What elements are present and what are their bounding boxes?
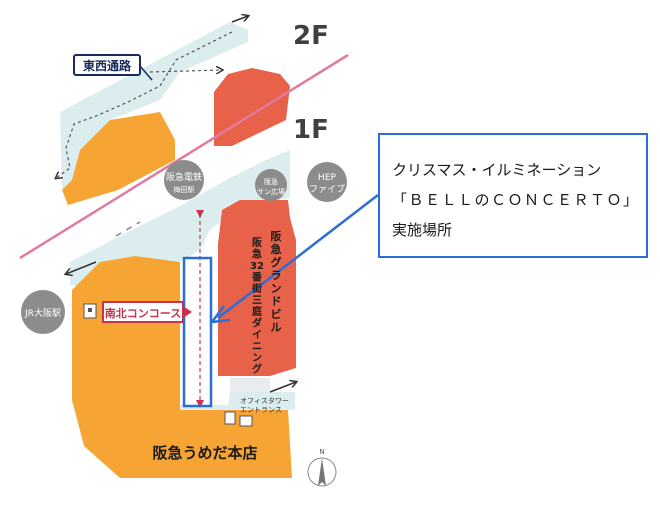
upper-passage xyxy=(60,22,248,190)
callout-leader-head xyxy=(211,305,231,324)
grand-building-char: グ xyxy=(271,255,282,269)
elevator-icon-2 xyxy=(239,415,253,427)
upper-right-arrow xyxy=(149,70,222,72)
hankyu-station-circle[interactable] xyxy=(164,160,204,200)
floor-label-2f: 2F xyxy=(293,21,329,51)
hankyu-sanban-circle[interactable] xyxy=(255,169,287,201)
north-south-concourse-label: 南北コンコース xyxy=(105,306,181,320)
hep-five-label-1: HEP xyxy=(318,173,336,183)
upper-grand-building xyxy=(214,68,290,146)
grand-building-char: 急 xyxy=(271,242,282,256)
grand-building-dining-char: 三 xyxy=(252,295,262,307)
hankyu-sanban-label: 阪急 xyxy=(264,177,278,186)
elevator-icon xyxy=(224,411,236,425)
grand-building-dining-char: ニ xyxy=(252,342,262,353)
grand-building-char: ド xyxy=(271,295,282,308)
grand-building-char: ビ xyxy=(271,307,282,321)
upper-east-arrow xyxy=(231,16,248,23)
grand-building-char: 阪 xyxy=(271,229,283,243)
floor-divider xyxy=(19,53,349,260)
east-west-passage-box[interactable] xyxy=(73,54,141,76)
grand-building-dining-char: 街 xyxy=(251,282,262,295)
grand-building-dining-char: グ xyxy=(252,363,262,376)
hankyu-station-label: 阪急電鉄 xyxy=(166,171,202,183)
grand-building-dining-char: ン xyxy=(252,353,262,364)
grand-building-char: ラ xyxy=(271,269,282,282)
concourse-pointer xyxy=(183,306,192,318)
grand-building-dining-char: 庭 xyxy=(252,305,263,318)
callout-line-1: クリスマス・イルミネーション xyxy=(392,161,602,179)
jr-osaka-circle[interactable] xyxy=(21,290,65,334)
north-label: N xyxy=(319,448,324,456)
grand-building-dining-char: 32 xyxy=(250,261,264,272)
grand-building-dining-char: ダ xyxy=(252,317,262,330)
office-tower-label-1: オフィスタワー xyxy=(240,396,289,405)
station-icon-window xyxy=(88,308,92,312)
grand-building-dining-char: イ xyxy=(252,329,262,341)
illumination-callout: クリスマス・イルミネーション 「ＢＥＬＬのＣＯＮＣＥＲＴＯ」 実施場所 xyxy=(378,133,648,258)
grand-building-dining-char: 阪 xyxy=(252,236,263,249)
grand-building-dining-char: 急 xyxy=(252,248,262,261)
grand-building-base xyxy=(230,378,270,392)
grand-building-char: ル xyxy=(271,321,282,334)
east-west-passage-pointer xyxy=(139,65,153,81)
floor-label-1f: 1F xyxy=(293,115,329,145)
callout-leader xyxy=(217,194,379,319)
lower-west-arrow xyxy=(66,261,97,274)
jr-osaka-label: JR大阪駅 xyxy=(24,307,61,319)
office-tower-label-2: エントランス xyxy=(240,406,282,414)
lower-east-arrow xyxy=(269,382,296,393)
lower-north-arrow xyxy=(115,221,141,237)
north-compass-icon: N xyxy=(307,448,337,487)
grand-building-char: ン xyxy=(271,282,282,295)
hankyu-station-sub-label: 梅田駅 xyxy=(174,185,195,194)
illumination-area[interactable] xyxy=(182,256,213,408)
hep-five-circle[interactable] xyxy=(307,162,347,202)
grand-building-dining-char: 番 xyxy=(251,271,263,284)
callout-line-2: 「ＢＥＬＬのＣＯＮＣＥＲＴＯ」 xyxy=(392,191,640,209)
hep-five-label-2: ファイブ xyxy=(309,183,345,195)
callout-line-3: 実施場所 xyxy=(392,221,453,239)
hankyu-sanban-sub-label: サン広場 xyxy=(257,187,285,196)
upper-route-arrow xyxy=(56,31,233,178)
hankyu-main-store-label: 阪急うめだ本店 xyxy=(152,444,257,462)
upper-store-block xyxy=(62,112,175,205)
east-west-passage-label: 東西通路 xyxy=(83,58,132,73)
